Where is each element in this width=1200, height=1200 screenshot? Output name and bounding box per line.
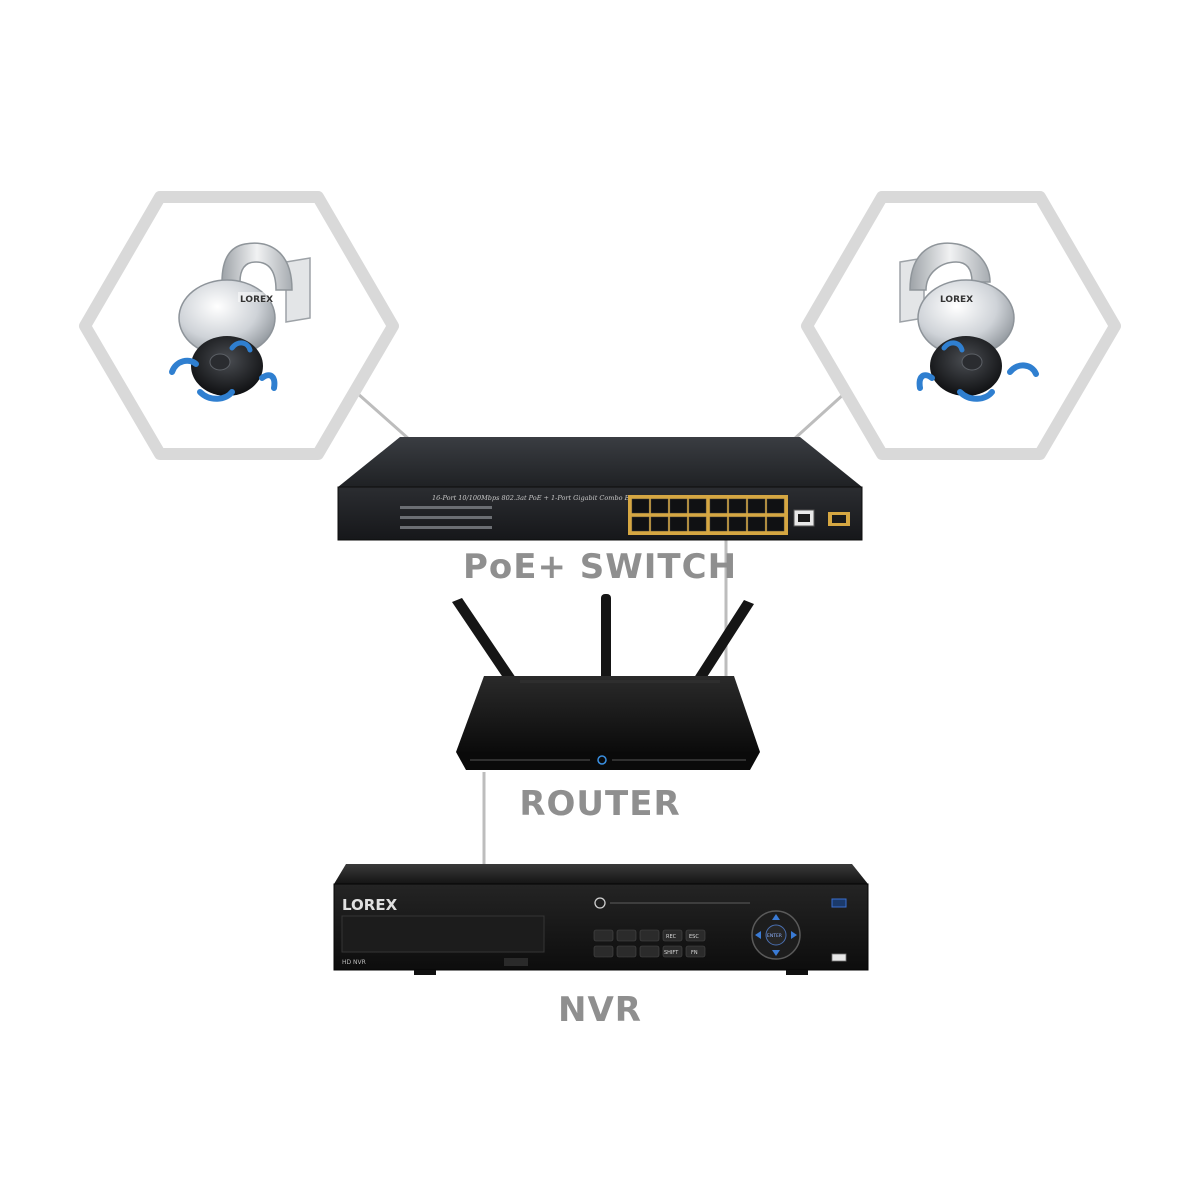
nvr-slot bbox=[504, 958, 528, 966]
nvr-brand-logo: LOREX bbox=[342, 896, 398, 914]
connector-right-camera-switch bbox=[793, 393, 845, 440]
nvr-dpad: ENTER bbox=[752, 911, 800, 959]
nvr-label: NVR bbox=[0, 990, 1200, 1030]
router-image bbox=[452, 594, 760, 770]
left-camera-hexagon: LOREX bbox=[85, 197, 393, 454]
router-top-surface bbox=[456, 676, 760, 752]
switch-label: PoE+ SWITCH bbox=[0, 547, 1200, 587]
router-front-edge bbox=[456, 752, 760, 770]
router-label: ROUTER bbox=[0, 784, 1200, 824]
router-antennas bbox=[452, 594, 754, 688]
nvr-image: LOREX HD NVR REC ESC SHIFT FN ENTER bbox=[334, 864, 868, 975]
nvr-usb-port bbox=[832, 954, 846, 961]
right-camera-hexagon: LOREX bbox=[807, 197, 1115, 454]
nvr-button-label: REC bbox=[666, 934, 677, 940]
nvr-model-text: HD NVR bbox=[342, 959, 366, 966]
switch-top-panel bbox=[338, 437, 862, 487]
right-camera-brand: LOREX bbox=[940, 295, 973, 305]
nvr-top-panel bbox=[334, 864, 868, 884]
nvr-button-label: SHIFT bbox=[664, 950, 679, 956]
nvr-power-light bbox=[832, 899, 846, 907]
nvr-dpad-center-label: ENTER bbox=[767, 933, 782, 939]
nvr-button-label: ESC bbox=[689, 934, 699, 940]
connector-left-camera-switch bbox=[357, 393, 410, 440]
nvr-button-label: FN bbox=[691, 950, 698, 956]
left-camera-brand: LOREX bbox=[240, 295, 273, 305]
nvr-drive-bay bbox=[342, 916, 544, 952]
poe-switch-image: 16-Port 10/100Mbps 802.3at PoE + 1-Port … bbox=[338, 437, 862, 540]
